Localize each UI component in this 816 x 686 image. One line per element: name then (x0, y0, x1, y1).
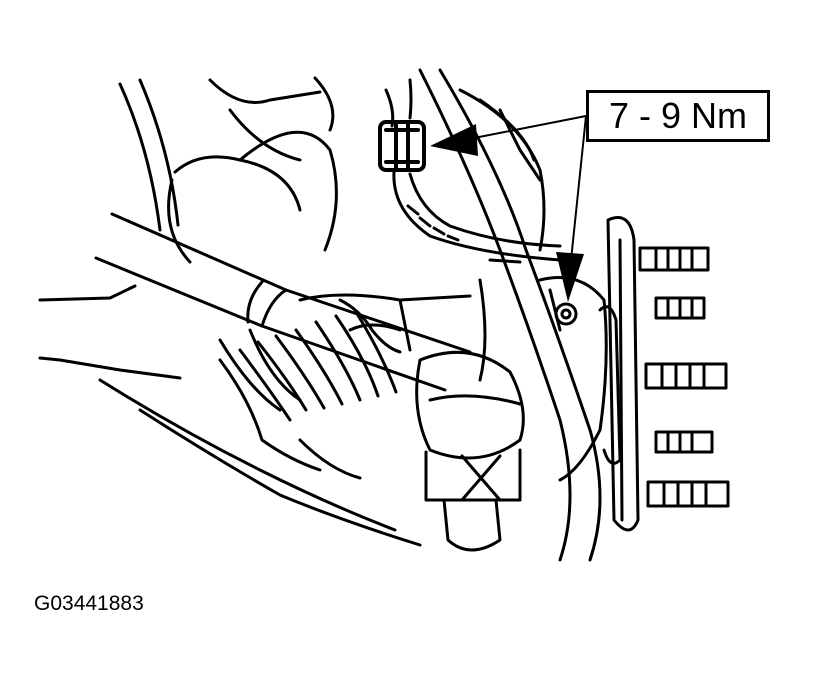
hose-fitting (378, 120, 426, 172)
figure-id: G03441883 (34, 592, 144, 615)
callout-leaders (473, 115, 587, 271)
cv-boot (218, 293, 472, 480)
wheel-hub (598, 216, 640, 532)
knuckle (418, 68, 608, 562)
ball-joint (415, 350, 525, 552)
wheel-studs (638, 246, 730, 508)
wheel-stud (638, 246, 710, 272)
wheel-stud (646, 480, 730, 508)
tie-rod (94, 212, 472, 392)
wheel-stud (654, 430, 714, 454)
torque-callout: 7 - 9 Nm (586, 90, 770, 142)
arrow-to-bolt (556, 252, 584, 302)
arrow-to-fitting (430, 124, 478, 156)
wheel-stud (654, 296, 706, 320)
frame-linework (38, 76, 422, 547)
bracket-bolt (554, 302, 578, 326)
wheel-stud (644, 362, 728, 390)
